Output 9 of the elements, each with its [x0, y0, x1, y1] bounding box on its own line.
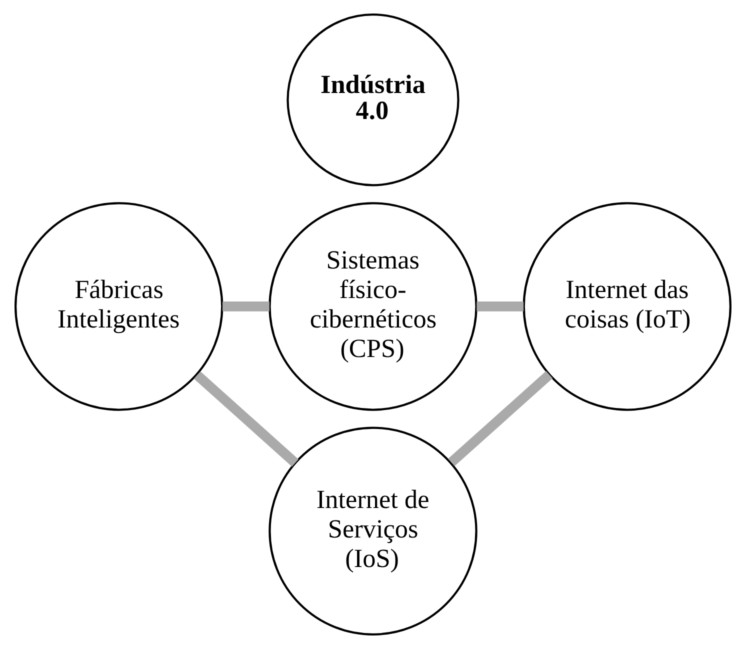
connector [448, 371, 553, 466]
node-circle: Indústria 4.0 [286, 14, 460, 186]
connector [222, 302, 270, 312]
node-circle: Fábricas Inteligentes [14, 202, 224, 411]
node-circle: Internet de Serviços (IoS) [268, 426, 478, 636]
connector [476, 302, 524, 312]
connector [194, 371, 298, 467]
node-circle: Sistemas físico-cibernéticos (CPS) [268, 202, 478, 411]
node-circle: Internet das coisas (IoT) [522, 202, 732, 411]
